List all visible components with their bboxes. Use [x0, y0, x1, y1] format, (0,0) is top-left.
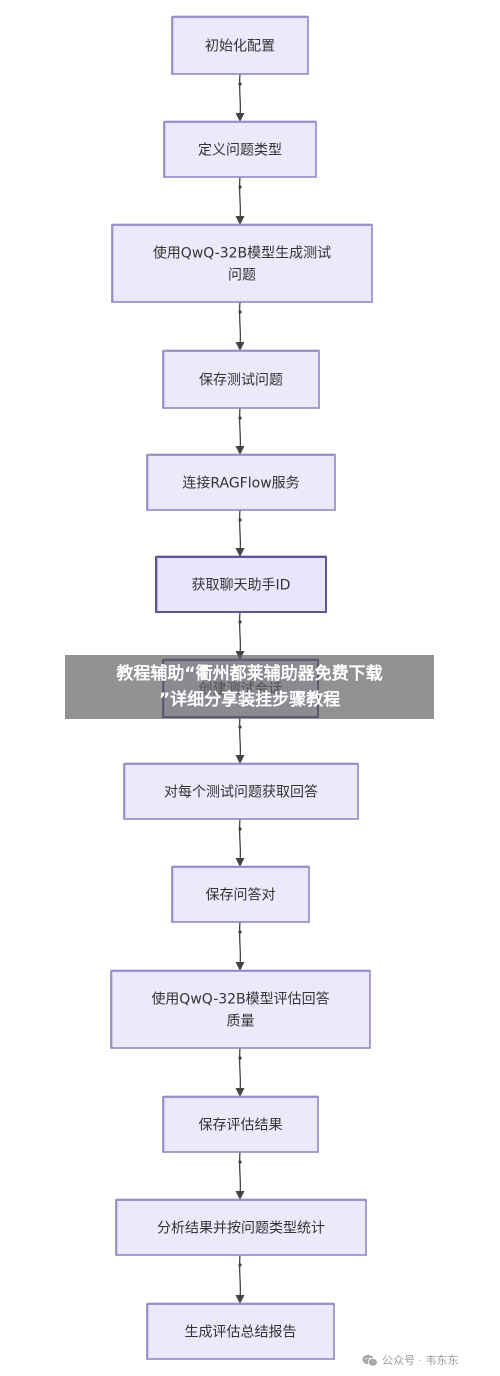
flow-edge-knot [238, 725, 242, 729]
flow-node-box-sketch [147, 453, 336, 511]
flow-node-box [111, 224, 373, 303]
flow-node-box-sketch [124, 762, 359, 820]
flow-edge-knot [238, 82, 242, 86]
flow-edge-line [238, 1151, 242, 1194]
overlay-banner-line2: ”详细分享装挂步骤教程 [158, 690, 341, 710]
flow-edge-arrowhead [235, 1191, 245, 1200]
flow-node-box [162, 1096, 319, 1153]
flow-edge-arrowhead [235, 216, 245, 225]
flow-node-box [146, 1303, 335, 1360]
flow-edge-knot [238, 930, 242, 934]
flow-node-box-sketch [163, 349, 320, 409]
flow-edge-knot [238, 1263, 242, 1267]
flow-node-label: 生成评估总结报告 [185, 1325, 297, 1341]
flow-node-box [162, 350, 320, 409]
flow-node-box-sketch [116, 1198, 367, 1256]
flow-edge-line [238, 301, 242, 345]
overlay-banner-line1: 教程辅助“衢州都莱辅助器免费下载 [116, 664, 383, 684]
flow-edge-line [238, 1254, 242, 1298]
flow-node: 对每个测试问题获取回答 [123, 762, 359, 820]
flow-edge-knot [238, 1160, 242, 1164]
flow-edge-line [238, 407, 242, 449]
flow-node-box [155, 556, 327, 613]
watermark-text: 公众号 · 韦东东 [382, 1354, 459, 1367]
flow-node-box [146, 454, 336, 511]
flow-edge-arrowhead [235, 755, 245, 764]
flow-edge-arrowhead [235, 548, 245, 557]
watermark: 公众号 · 韦东东 [362, 1351, 459, 1369]
flow-node-label: 对每个测试问题获取回答 [164, 784, 318, 801]
flow-edge-arrowhead [235, 858, 245, 867]
flow-edge-line [238, 611, 242, 654]
flow-edge-knot [238, 1056, 242, 1060]
flow-node-label: 获取聊天助手ID [192, 578, 291, 594]
overlay-banner: 教程辅助“衢州都莱辅助器免费下载 ”详细分享装挂步骤教程 [65, 655, 434, 719]
flow-node: 分析结果并按问题类型统计 [115, 1198, 367, 1256]
flow-node: 连接RAGFlow服务 [146, 453, 336, 511]
flow-node: 保存问答对 [171, 865, 310, 923]
flow-edge-knot [238, 620, 242, 624]
flow-node-box [163, 121, 317, 178]
flow-edge-knot [238, 416, 242, 420]
flow-node-box-sketch [156, 555, 327, 613]
flow-edge-arrowhead [235, 962, 245, 971]
flow-node-label: 保存评估结果 [199, 1118, 283, 1134]
flow-edge-line [238, 1047, 242, 1091]
flow-node: 保存评估结果 [162, 1095, 319, 1153]
flow-node-label: 保存问答对 [206, 887, 276, 904]
flow-edge-knot [238, 827, 242, 831]
flow-node: 获取聊天助手ID [155, 555, 327, 613]
flow-node: 保存测试问题 [162, 349, 320, 409]
flow-node: 定义问题类型 [163, 120, 317, 178]
flow-node-box-sketch [111, 969, 371, 1049]
wechat-icon [362, 1354, 378, 1366]
flow-node-label: 使用QwQ-32B模型评估回答 [151, 991, 329, 1008]
flow-edge-line [238, 716, 242, 758]
flow-edge-arrowhead [235, 1088, 245, 1097]
flow-node-box [110, 970, 371, 1049]
flow-edge-arrowhead [235, 1295, 245, 1304]
flow-edge-line [238, 509, 242, 551]
flow-node-box-sketch [164, 120, 317, 178]
flow-node-box-sketch [172, 15, 309, 75]
flow-edge-arrowhead [235, 113, 245, 122]
flow-node-label: 问题 [228, 268, 256, 284]
flow-node-label: 使用QwQ-32B模型生成测试 [153, 245, 331, 262]
flow-edge-arrowhead [235, 342, 245, 351]
flow-edge-line [238, 921, 242, 965]
flow-node-label: 初始化配置 [205, 38, 275, 55]
flow-node-label: 连接RAGFlow服务 [182, 475, 299, 492]
flow-node-label: 质量 [227, 1014, 255, 1030]
flow-node-box-sketch [147, 1302, 335, 1360]
flow-node-label: 分析结果并按问题类型统计 [157, 1221, 325, 1237]
flow-edge-knot [238, 518, 242, 522]
flow-node: 初始化配置 [171, 15, 309, 75]
flow-node: 生成评估总结报告 [146, 1302, 335, 1360]
flow-edge-line [238, 73, 242, 116]
flow-node-box-sketch [112, 223, 373, 303]
flow-node-label: 保存测试问题 [199, 373, 283, 389]
flow-node-box-sketch [172, 865, 310, 923]
flow-edge-knot [238, 185, 242, 189]
flow-edge-line [238, 176, 242, 219]
flow-node-box-sketch [163, 1095, 319, 1153]
flow-edge-knot [238, 310, 242, 314]
flow-node-label: 定义问题类型 [198, 143, 282, 159]
flow-edge-line [238, 818, 242, 861]
flow-edge-arrowhead [235, 446, 245, 455]
